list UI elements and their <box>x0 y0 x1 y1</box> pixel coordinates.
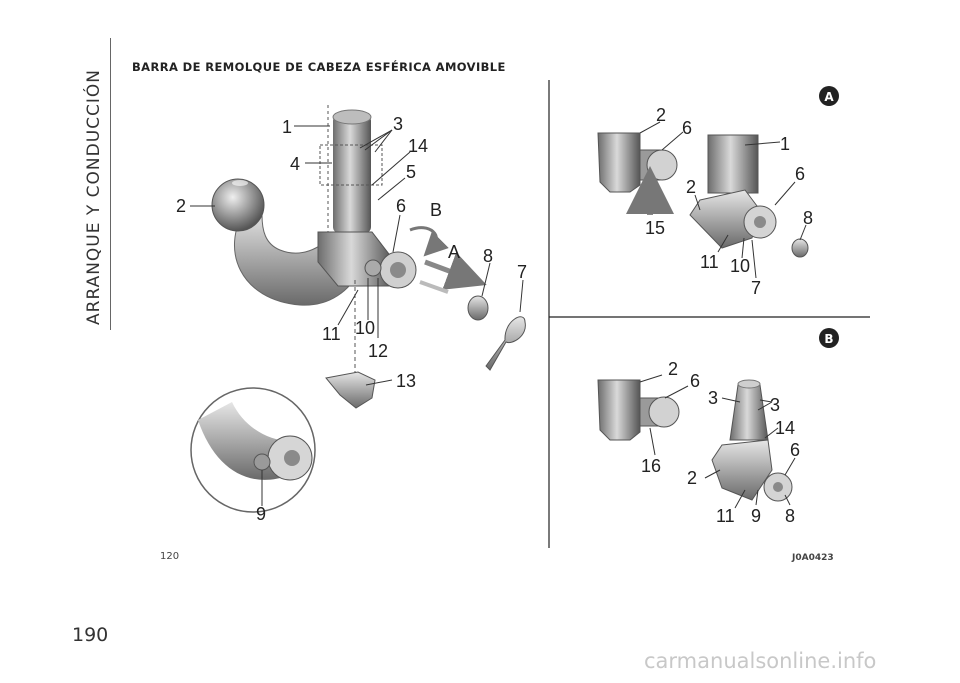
panel-a-callout-6b: 6 <box>795 164 805 184</box>
panel-b-callout-2b: 2 <box>687 468 697 488</box>
panel-a-badge: A <box>824 90 834 104</box>
page-number: 190 <box>72 624 109 646</box>
panel-b-callout-8: 8 <box>785 506 795 526</box>
panel-a-callout-1: 1 <box>780 134 790 154</box>
panel-b-badge: B <box>824 332 833 346</box>
callout-12: 12 <box>368 341 388 361</box>
panel-b-callout-14: 14 <box>775 418 795 438</box>
panel-a-callout-2b: 2 <box>686 177 696 197</box>
callout-2: 2 <box>176 196 186 216</box>
figure-number: 120 <box>160 551 180 562</box>
panel-b-callout-3: 3 <box>708 388 718 408</box>
panel-a-callout-8: 8 <box>803 208 813 228</box>
callout-A: A <box>448 242 460 262</box>
panel-a-drawing: A 2 6 1 6 2 15 8 11 10 7 <box>597 86 839 298</box>
panel-b-callout-11: 11 <box>716 506 735 526</box>
panel-b-callout-2: 2 <box>668 359 678 379</box>
panel-b-callout-16: 16 <box>641 456 661 476</box>
callout-5: 5 <box>406 162 416 182</box>
panel-a-callout-11: 11 <box>700 252 719 272</box>
panel-a-callout-10: 10 <box>730 256 750 276</box>
section-heading: BARRA DE REMOLQUE DE CABEZA ESFÉRICA AMO… <box>132 60 506 74</box>
panel-b-callout-9: 9 <box>751 506 761 526</box>
callout-4: 4 <box>290 154 300 174</box>
panel-b-callout-6b: 6 <box>790 440 800 460</box>
callout-14: 14 <box>408 136 428 156</box>
callout-7: 7 <box>517 262 527 282</box>
panel-a-callout-2: 2 <box>656 105 666 125</box>
callout-3: 3 <box>393 114 403 134</box>
watermark-link[interactable]: carmanualsonline.info <box>644 649 877 673</box>
figure-code: J0A0423 <box>792 553 834 563</box>
callout-9: 9 <box>256 504 266 524</box>
callout-10: 10 <box>355 318 375 338</box>
callout-11: 11 <box>322 324 341 344</box>
side-divider <box>110 38 111 330</box>
callout-13: 13 <box>396 371 416 391</box>
panel-a-callout-6: 6 <box>682 118 692 138</box>
callout-8: 8 <box>483 246 493 266</box>
callout-B: B <box>430 200 442 220</box>
panel-a-callout-15: 15 <box>645 218 665 238</box>
callout-1: 1 <box>282 117 292 137</box>
panel-b-callout-6: 6 <box>690 371 700 391</box>
panel-b-callout-3b: 3 <box>770 395 780 415</box>
main-assembly-drawing: 1 2 3 4 5 6 7 8 9 10 11 12 13 14 A B <box>176 105 527 524</box>
panel-b-drawing: B 2 6 3 3 14 6 16 2 11 <box>597 328 839 526</box>
callout-6: 6 <box>396 196 406 216</box>
panel-a-callout-7: 7 <box>751 278 761 298</box>
